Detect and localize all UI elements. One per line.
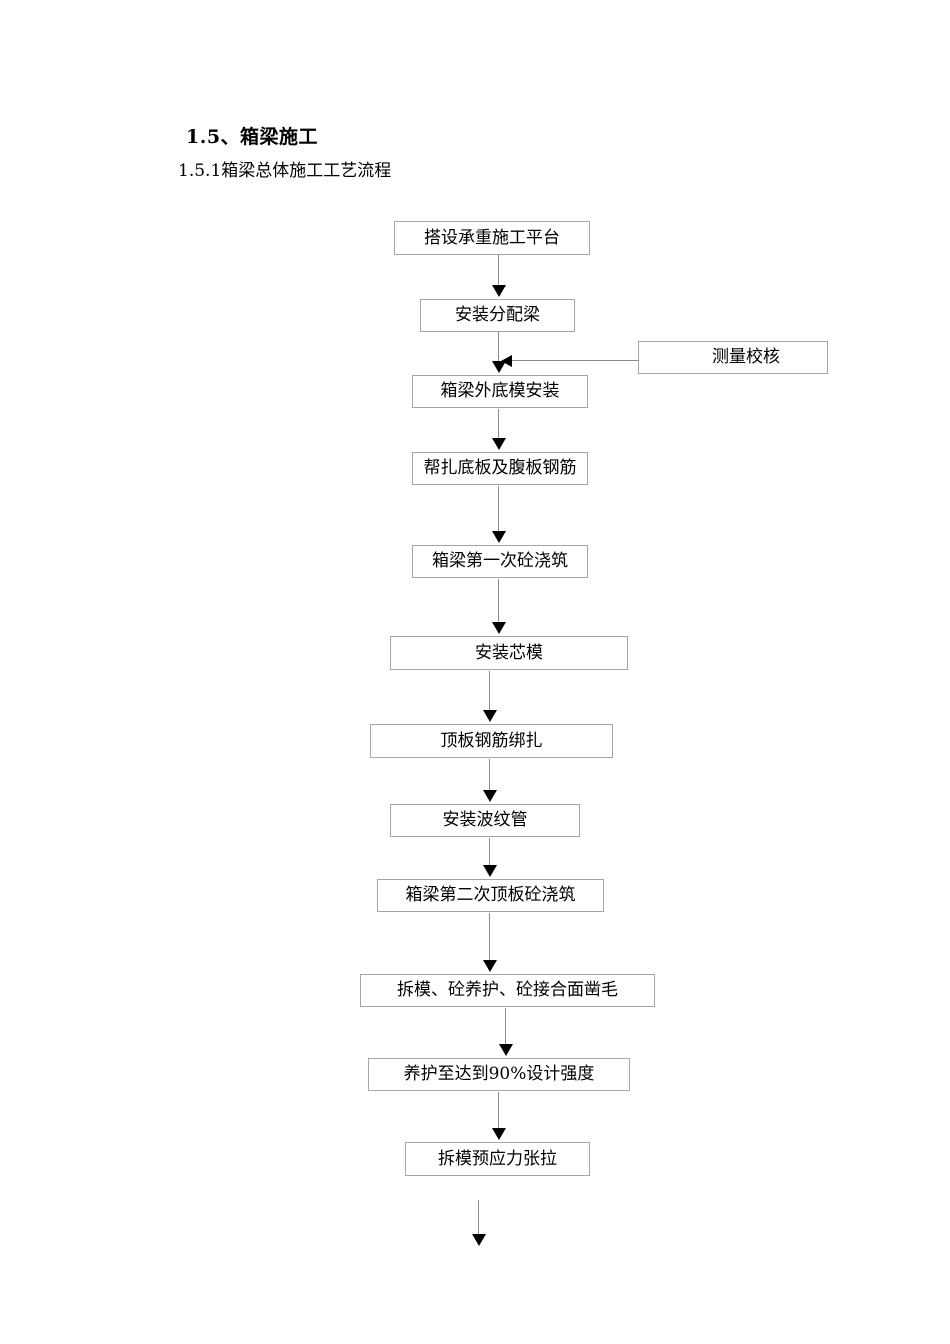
flow-connector-n6-to-n7	[489, 671, 490, 710]
flow-connector-n12-to-next	[478, 1200, 479, 1234]
flow-node-label: 箱梁外底模安装	[440, 381, 560, 401]
flow-node-安装芯模: 安装芯模	[390, 636, 628, 670]
flow-node-label: 测量校核	[712, 347, 780, 367]
flow-connector-n7-to-n8	[489, 759, 490, 790]
flow-node-label: 箱梁第一次砼浇筑	[432, 551, 568, 571]
flow-arrowhead-down-n3-to-n4	[492, 438, 506, 450]
flow-arrowhead-down-n1-to-n2	[492, 285, 506, 297]
flow-node-拆模砼养护砼接合面凿毛: 拆模、砼养护、砼接合面凿毛	[360, 974, 655, 1007]
flow-connector-n8-to-n9	[489, 838, 490, 865]
flow-node-箱梁第二次顶板砼浇筑: 箱梁第二次顶板砼浇筑	[377, 879, 604, 912]
flow-node-搭设承重施工平台: 搭设承重施工平台	[394, 221, 590, 255]
flow-node-label: 拆模预应力张拉	[438, 1148, 557, 1169]
flow-arrowhead-down-n6-to-n7	[483, 710, 497, 722]
flow-arrowhead-down-n10-to-n11	[499, 1044, 513, 1056]
section-subheading: 1.5.1箱梁总体施工工艺流程	[178, 161, 392, 181]
flow-node-帮扎底板及腹板钢筋: 帮扎底板及腹板钢筋	[412, 452, 588, 485]
flow-node-箱梁外底模安装: 箱梁外底模安装	[412, 375, 588, 408]
flow-node-label: 搭设承重施工平台	[424, 227, 560, 248]
flow-node-label: 顶板钢筋绑扎	[440, 730, 543, 751]
flow-arrowhead-down-n4-to-n5	[492, 531, 506, 543]
flow-node-label: 安装芯模	[475, 642, 543, 663]
flow-node-label: 帮扎底板及腹板钢筋	[423, 458, 577, 478]
flow-node-label: 拆模、砼养护、砼接合面凿毛	[397, 980, 618, 1000]
section-heading: 1.5、箱梁施工	[186, 126, 319, 148]
flow-side-node-测量校核: 测量校核	[638, 341, 828, 374]
flow-arrowhead-down-n12-to-next	[472, 1234, 486, 1246]
flow-node-养护至达到90设计强度: 养护至达到90%设计强度	[368, 1058, 630, 1091]
flow-arrowhead-down-n7-to-n8	[483, 790, 497, 802]
flow-node-label: 安装分配梁	[455, 305, 540, 325]
flow-connector-n9-to-n10	[489, 913, 490, 960]
flow-node-顶板钢筋绑扎: 顶板钢筋绑扎	[370, 724, 613, 758]
flow-arrowhead-left-s1-to-n3	[501, 355, 512, 367]
flow-node-箱梁第一次砼浇筑: 箱梁第一次砼浇筑	[412, 545, 588, 578]
flow-node-label: 养护至达到90%设计强度	[403, 1064, 595, 1084]
flow-connector-s1-to-n3	[511, 360, 638, 361]
flow-connector-n3-to-n4	[498, 409, 499, 438]
flow-connector-n10-to-n11	[505, 1008, 506, 1044]
flow-node-label: 箱梁第二次顶板砼浇筑	[405, 885, 576, 905]
flow-arrowhead-down-n8-to-n9	[483, 865, 497, 877]
flow-arrowhead-down-n9-to-n10	[483, 960, 497, 972]
flow-connector-n11-to-n12	[498, 1092, 499, 1128]
flow-connector-n2-to-n3	[498, 332, 499, 361]
flow-node-label: 安装波纹管	[442, 810, 528, 830]
flow-node-安装波纹管: 安装波纹管	[390, 804, 580, 837]
flow-node-安装分配梁: 安装分配梁	[420, 299, 575, 332]
flow-connector-n1-to-n2	[498, 255, 499, 285]
flow-node-拆模预应力张拉: 拆模预应力张拉	[405, 1142, 590, 1176]
flow-connector-n5-to-n6	[498, 579, 499, 622]
flow-arrowhead-down-n11-to-n12	[492, 1128, 506, 1140]
flow-arrowhead-down-n5-to-n6	[492, 622, 506, 634]
flow-connector-n4-to-n5	[498, 486, 499, 531]
